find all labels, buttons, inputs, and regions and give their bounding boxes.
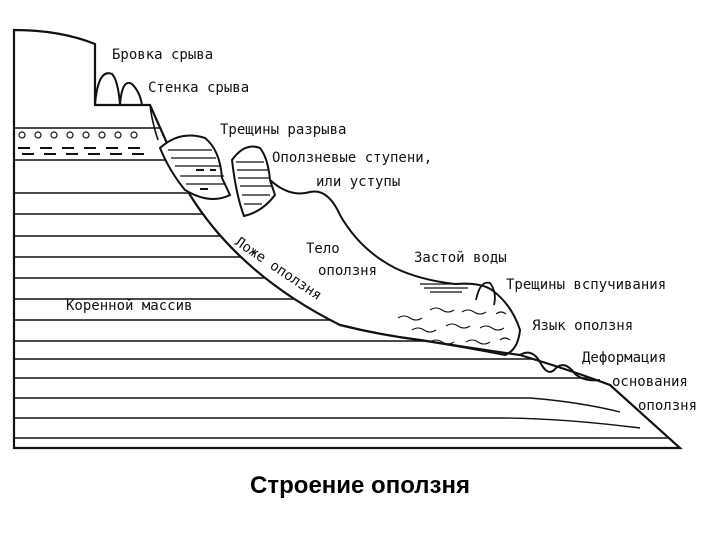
landslide-steps (149, 104, 277, 218)
label-body-line1: Тело (306, 241, 340, 257)
dashed-layer (18, 147, 144, 155)
landslide-structure-diagram: Бровка срыва Стенка срыва Трещины разрыв… (12, 28, 697, 450)
tongue-texture (397, 307, 511, 345)
step-block-1-dashes (196, 169, 216, 190)
bulge-crack-1 (475, 281, 496, 306)
label-rupture-cracks: Трещины разрыва (220, 122, 346, 138)
label-deformation-line3: оползня (638, 398, 697, 414)
label-stagnant-water: Застой воды (414, 250, 507, 266)
label-scarp-crown: Бровка срыва (112, 47, 213, 63)
landslide-body (269, 179, 601, 382)
label-deformation-line1: Деформация (582, 350, 666, 366)
label-tongue: Язык оползня (532, 318, 633, 334)
label-deformation-line2: основания (612, 374, 688, 390)
stagnant-water (420, 283, 470, 293)
rupture-crack (149, 104, 159, 141)
base-deformation (519, 351, 601, 382)
body-outline (269, 179, 522, 357)
label-bulge-cracks: Трещины вспучивания (506, 277, 666, 293)
label-scarp-wall: Стенка срыва (148, 80, 249, 96)
step-block-1 (158, 134, 232, 200)
label-bedrock: Коренной массив (66, 298, 192, 314)
diagram-caption: Строение оползня (250, 472, 470, 499)
step-block-2 (230, 145, 277, 218)
label-body-line2: оползня (318, 263, 377, 279)
pebble-layer (18, 131, 138, 139)
label-steps-line2: или уступы (316, 174, 400, 190)
label-steps-line1: Оползневые ступени, (272, 150, 432, 166)
massif-outline (12, 28, 683, 450)
scarp-crown (94, 72, 143, 106)
